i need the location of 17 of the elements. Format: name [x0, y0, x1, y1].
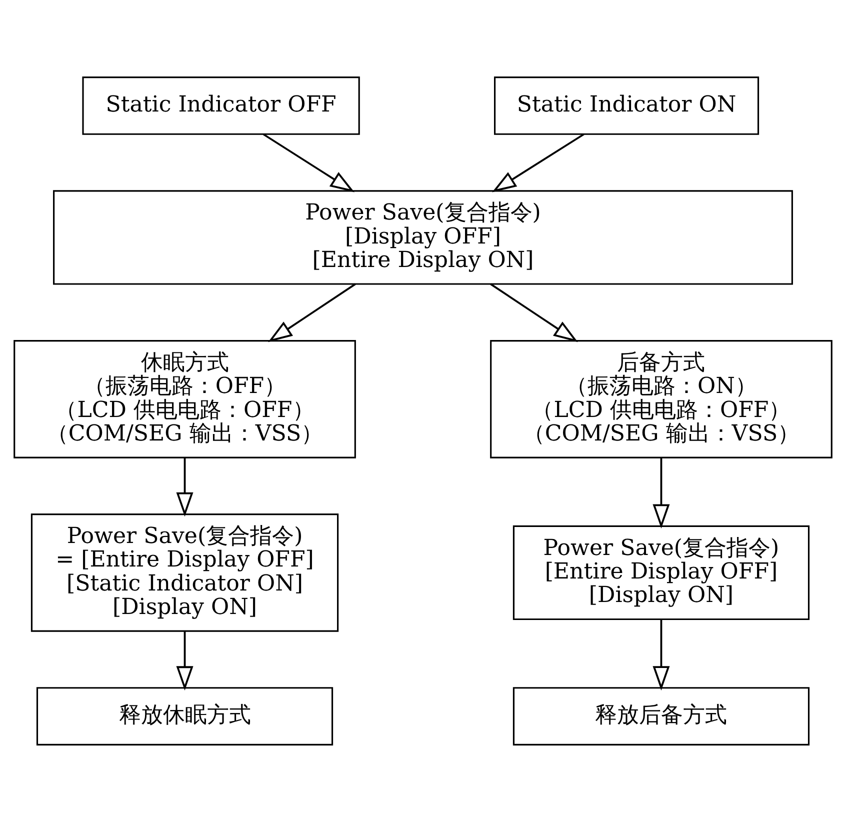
- node-box: Power Save(复合指令) = [Entire Display OFF] [Static Indicator ON] [Display ON]: [30, 513, 339, 632]
- node-box: Static Indicator ON: [494, 76, 760, 134]
- arrow: [492, 132, 584, 192]
- arrow: [490, 282, 578, 342]
- node-box: Power Save(复合指令) [Display OFF] [Entire Display ON]: [53, 190, 793, 284]
- arrow: [652, 457, 670, 528]
- arrow: [652, 619, 670, 690]
- node-box: 后备方式 （振荡电路：ON） （LCD 供电电路：OFF） （COM/SEG 输出：VSS）: [490, 340, 832, 458]
- arrow: [176, 630, 194, 690]
- node-box: Static Indicator OFF: [82, 76, 360, 134]
- node-box: Power Save(复合指令) [Entire Display OFF] [Display ON]: [512, 524, 810, 620]
- arrow: [176, 457, 194, 516]
- arrow: [262, 132, 355, 192]
- node-box: 释放休眠方式: [36, 686, 334, 745]
- node-box: 休眠方式 （振荡电路：OFF） （LCD 供电电路：OFF） （COM/SEG 输出：VSS）: [14, 340, 356, 458]
- arrow: [268, 282, 356, 342]
- node-box: 释放后备方式: [512, 686, 810, 745]
